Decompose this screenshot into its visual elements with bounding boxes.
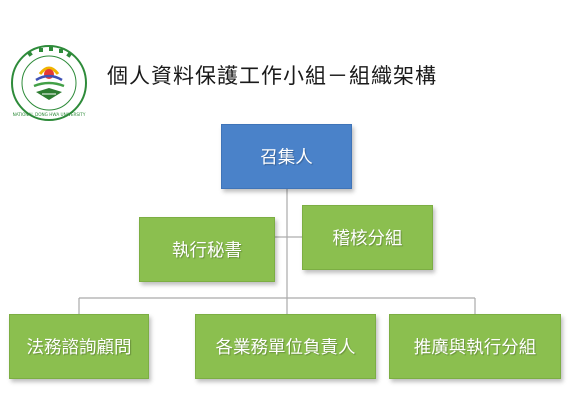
secretary-label: 執行秘書 (172, 241, 242, 261)
audit-group-box: 稽核分組 (302, 205, 433, 270)
secretary-box: 執行秘書 (139, 217, 275, 282)
university-logo: NATIONAL DONG HWA UNIVERSITY (11, 45, 87, 121)
legal-consultant-box: 法務諮詢顧問 (9, 314, 149, 379)
promotion-group-label: 推廣與執行分組 (413, 338, 537, 358)
svg-text:NATIONAL DONG HWA UNIVERSITY: NATIONAL DONG HWA UNIVERSITY (13, 112, 86, 117)
unit-heads-box: 各業務單位負責人 (195, 314, 376, 379)
convener-box: 召集人 (221, 124, 352, 189)
promotion-group-box: 推廣與執行分組 (389, 314, 561, 379)
audit-group-label: 稽核分組 (332, 229, 403, 249)
legal-consultant-label: 法務諮詢顧問 (26, 338, 132, 358)
page-title: 個人資料保護工作小組－組織架構 (107, 64, 437, 88)
unit-heads-label: 各業務單位負責人 (215, 338, 356, 358)
convener-label: 召集人 (260, 148, 313, 168)
